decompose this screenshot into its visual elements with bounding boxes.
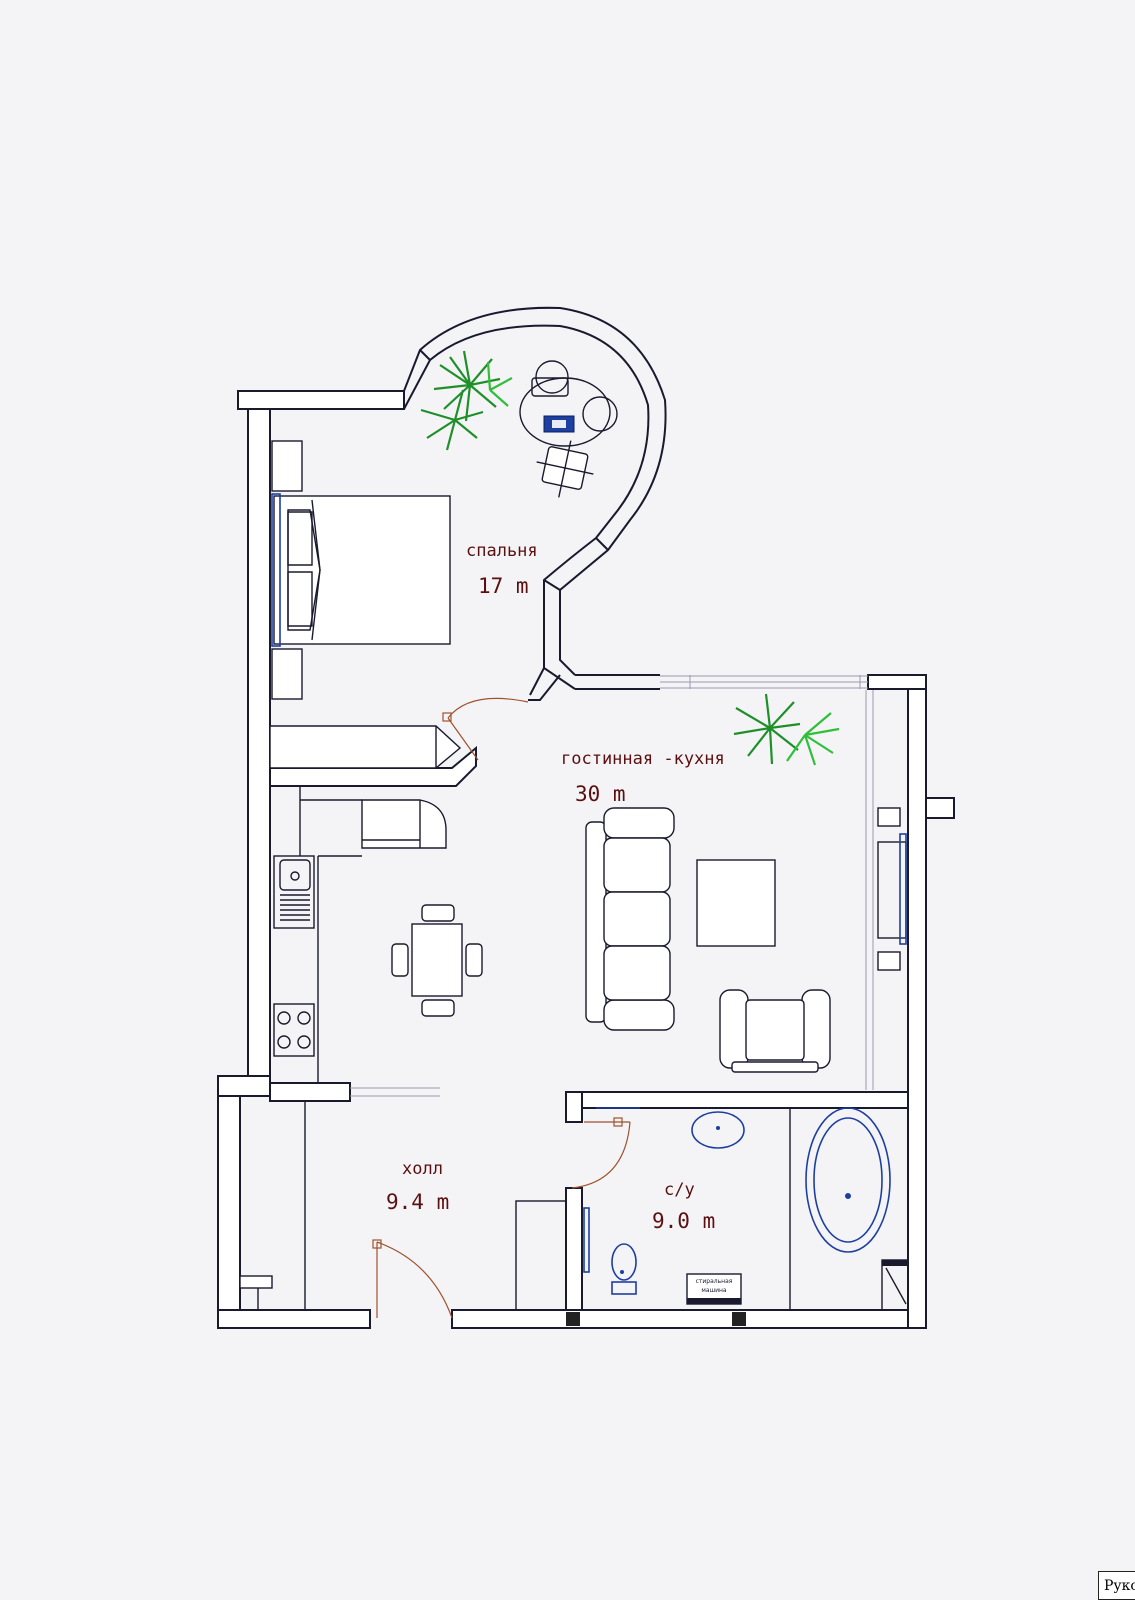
plants: [420, 350, 840, 766]
nightstand-top: [271, 440, 303, 492]
stove: [273, 1003, 315, 1057]
wardrobe: [269, 725, 462, 769]
room-name-living-kitchen: гостинная -кухня: [561, 749, 725, 769]
wall-bedroom-top: [237, 390, 405, 410]
wall-left: [247, 408, 271, 1095]
wall-partition-corner: [528, 667, 561, 701]
washbasin: [691, 1111, 745, 1149]
desk-set: [519, 360, 618, 498]
sink: [273, 855, 315, 929]
shoe-cabinet: [239, 1275, 273, 1289]
plant-bedroom: [420, 350, 513, 451]
wall-column-2: [732, 1312, 746, 1326]
wall-bottom-right: [451, 1309, 927, 1329]
wall-bathroom-left: [565, 1187, 583, 1311]
wall-hall-left-cap: [217, 1075, 271, 1097]
armchair: [719, 989, 831, 1073]
towel-rail: [583, 1207, 590, 1273]
room-name-bathroom: с/у: [664, 1180, 695, 1200]
corner-tag: Руко: [1098, 1571, 1135, 1600]
room-area-bathroom: 9.0 m: [652, 1209, 715, 1233]
plant-living: [733, 693, 840, 766]
wall-bottom-left: [217, 1309, 371, 1329]
wall-bay-inner: [403, 324, 650, 690]
washing-machine-label-1: стиральная: [696, 1278, 733, 1285]
wall-bay-outer: [378, 306, 667, 676]
countertop: [269, 786, 362, 1083]
window-living-top: [660, 675, 868, 689]
wall-column-1: [566, 1312, 580, 1326]
wall-bathroom-left-top: [565, 1091, 583, 1123]
tv-stand: [877, 807, 907, 971]
room-labels: спальня 17 m гостинная -кухня 30 m холл …: [386, 541, 725, 1233]
door-bathroom: [571, 1121, 631, 1189]
door-entry: [376, 1241, 453, 1319]
toilet: [611, 1243, 637, 1295]
wall-living-top: [575, 674, 660, 690]
washing-machine: стиральная машина: [686, 1273, 742, 1305]
wall-right-stub: [925, 797, 955, 819]
wall-bathroom-top: [565, 1091, 909, 1109]
doors: [372, 697, 631, 1319]
hall-closet: [515, 1200, 567, 1311]
bedroom-furniture: [271, 360, 618, 700]
bathtub: [805, 1107, 891, 1253]
room-name-bedroom: спальня: [466, 541, 538, 561]
kitchen: [269, 725, 483, 1083]
dining-set: [391, 904, 483, 1017]
living-furniture: [585, 807, 907, 1073]
nightstand-bottom: [271, 648, 303, 700]
room-area-hall: 9.4 m: [386, 1190, 449, 1214]
fridge-unit: [361, 799, 447, 849]
window-living-right: [865, 690, 874, 1090]
wall-kitchen-hall: [269, 1082, 351, 1102]
wall-right: [907, 674, 927, 1329]
room-area-living-kitchen: 30 m: [575, 782, 626, 806]
double-bed: [271, 493, 451, 647]
door-bedroom: [447, 697, 529, 761]
glass-kitchen-hall: [350, 1087, 440, 1097]
hall-furniture: [239, 1101, 567, 1311]
wall-living-top-right: [867, 674, 927, 690]
bathroom-fixtures: стиральная машина: [583, 1107, 909, 1311]
coffee-table: [696, 859, 776, 947]
room-name-hall: холл: [402, 1159, 443, 1179]
washing-machine-label-2: машина: [701, 1287, 727, 1294]
sofa: [585, 807, 675, 1031]
room-area-bedroom: 17 m: [478, 574, 529, 598]
wall-hall-left: [217, 1075, 241, 1328]
